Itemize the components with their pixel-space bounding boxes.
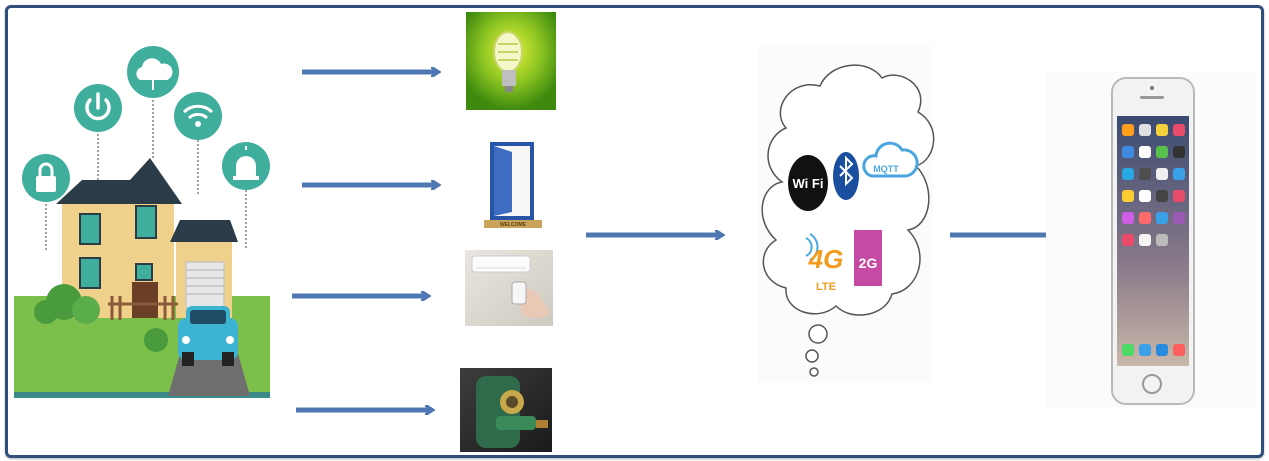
connectivity-cloud: Wi Fi MQTT 4G LTE 2G xyxy=(758,46,935,382)
mqtt-cloud-icon: MQTT xyxy=(862,141,919,178)
lock-icon xyxy=(22,154,70,202)
wifi-logo-icon: Wi Fi xyxy=(788,155,828,211)
car xyxy=(178,306,238,366)
lte-text: LTE xyxy=(816,281,836,293)
wifi-icon xyxy=(174,92,222,140)
bluetooth-icon xyxy=(833,152,859,200)
app-icons-grid xyxy=(1122,124,1185,356)
door-icon: WELCOME xyxy=(478,140,548,228)
bulb-icon xyxy=(466,12,556,110)
garage-roof xyxy=(170,220,238,242)
arrows-to-devices xyxy=(292,72,438,410)
welcome-mat-text: WELCOME xyxy=(500,222,527,228)
four-g-text: 4G xyxy=(808,244,844,274)
4g-lte-icon: 4G LTE xyxy=(805,233,844,293)
wifi-logo-text: Wi Fi xyxy=(793,176,824,191)
smart-house-illustration xyxy=(14,46,270,398)
front-door xyxy=(132,282,158,318)
roof xyxy=(56,158,182,204)
alarm-icon xyxy=(222,142,270,190)
gas-cylinder-icon xyxy=(460,368,552,452)
garage-door xyxy=(185,261,225,309)
ground-line xyxy=(14,392,270,398)
mqtt-text: MQTT xyxy=(873,164,899,174)
smartphone-icon xyxy=(1046,72,1256,408)
power-icon xyxy=(74,84,122,132)
air-conditioner-icon xyxy=(465,250,553,326)
two-g-text: 2G xyxy=(859,255,878,271)
2g-icon: 2G xyxy=(854,230,882,286)
cloud-icon xyxy=(127,46,179,98)
